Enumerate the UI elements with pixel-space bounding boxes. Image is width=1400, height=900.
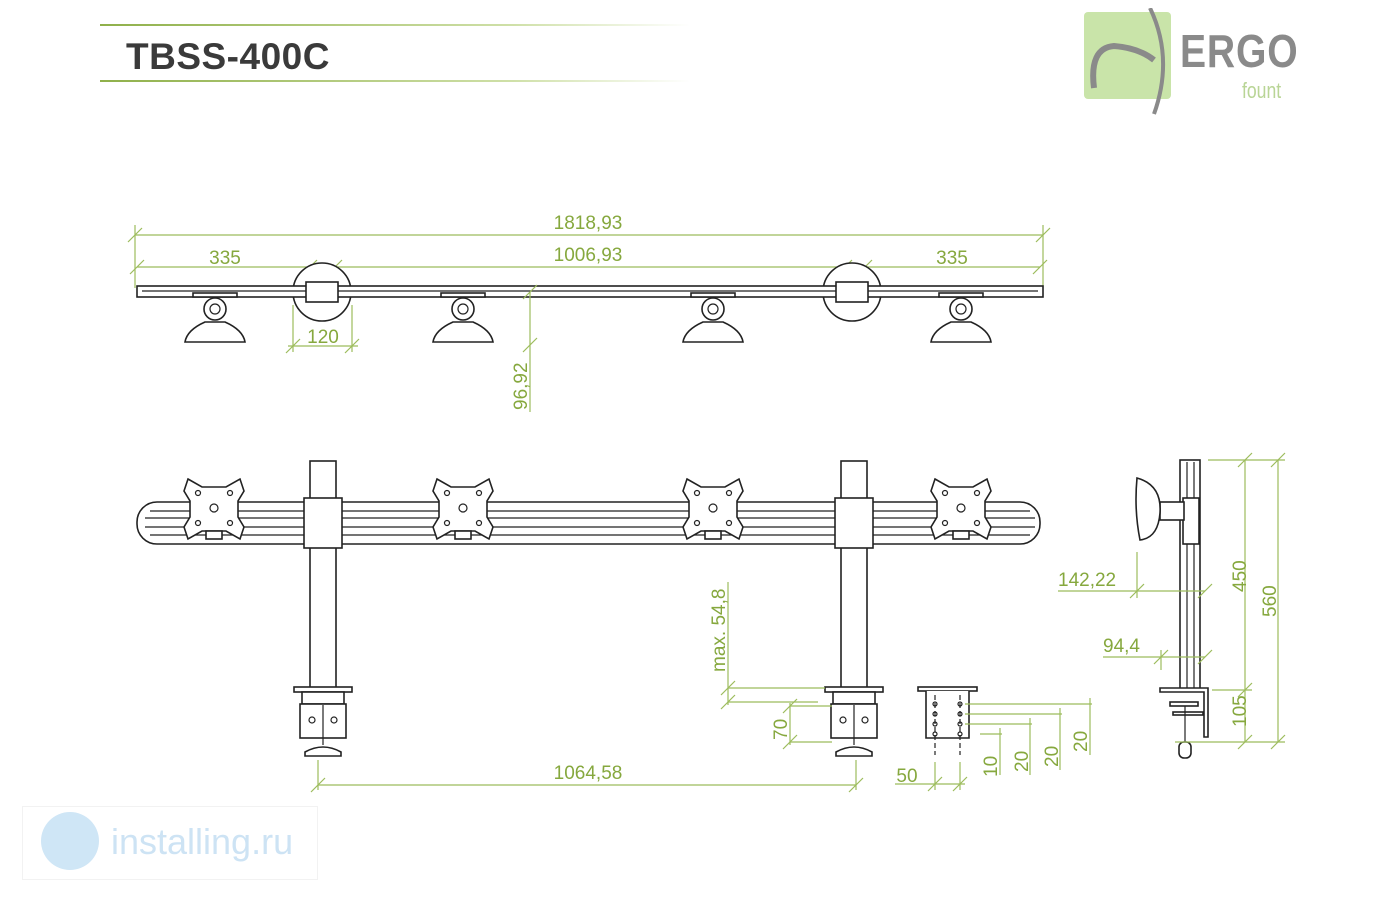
title-rule-bottom xyxy=(100,80,690,82)
dim-height-560: 560 xyxy=(1260,585,1281,617)
dim-clamp-diameter: 120 xyxy=(307,327,339,348)
dim-side-depth: 94,4 xyxy=(1103,636,1140,657)
dim-height-105: 105 xyxy=(1230,695,1251,727)
top-view: 1818,93 335 1006,93 335 120 96,92 xyxy=(127,213,1051,412)
ergofount-logo: ERGO fount xyxy=(1084,8,1304,118)
title-rule-top xyxy=(100,24,690,26)
dim-hole-spacing: 50 xyxy=(896,766,917,787)
watermark-logo-icon xyxy=(41,812,99,870)
dim-hole-20c: 20 xyxy=(1071,731,1092,752)
dim-clamp-height: 70 xyxy=(771,719,792,740)
top-mounts xyxy=(184,292,992,343)
dim-hole-10: 10 xyxy=(981,756,1002,777)
vesa-plates xyxy=(183,477,992,541)
page-title: TBSS-400C xyxy=(126,36,330,77)
logo-swoosh-icon xyxy=(1090,8,1166,115)
logo-sub: fount xyxy=(1242,78,1282,103)
dim-height-450: 450 xyxy=(1230,560,1251,592)
dim-right-offset: 335 xyxy=(936,248,968,269)
dim-hole-20a: 20 xyxy=(1012,751,1033,772)
dim-center-span: 1006,93 xyxy=(554,245,623,266)
dim-hole-20b: 20 xyxy=(1042,746,1063,767)
dim-left-offset: 335 xyxy=(209,248,241,269)
dim-total-width: 1818,93 xyxy=(554,213,623,234)
dim-side-reach: 142,22 xyxy=(1058,570,1116,591)
clamp-right xyxy=(824,686,884,757)
dim-depth: 96,92 xyxy=(511,362,532,410)
watermark: installing.ru xyxy=(22,806,318,880)
side-view: 450 560 105 142,22 94,4 xyxy=(1058,452,1286,759)
logo-brand: ERGO xyxy=(1180,25,1299,77)
dim-pole-distance: 1064,58 xyxy=(554,763,623,784)
clamp-left xyxy=(293,686,353,757)
hole-plate xyxy=(917,686,978,755)
dim-max-desk: max. 54,8 xyxy=(709,589,730,672)
front-view: 1064,58 max. 54,8 70 50 10 20 20 20 xyxy=(136,460,1092,793)
watermark-text: installing.ru xyxy=(111,821,294,862)
